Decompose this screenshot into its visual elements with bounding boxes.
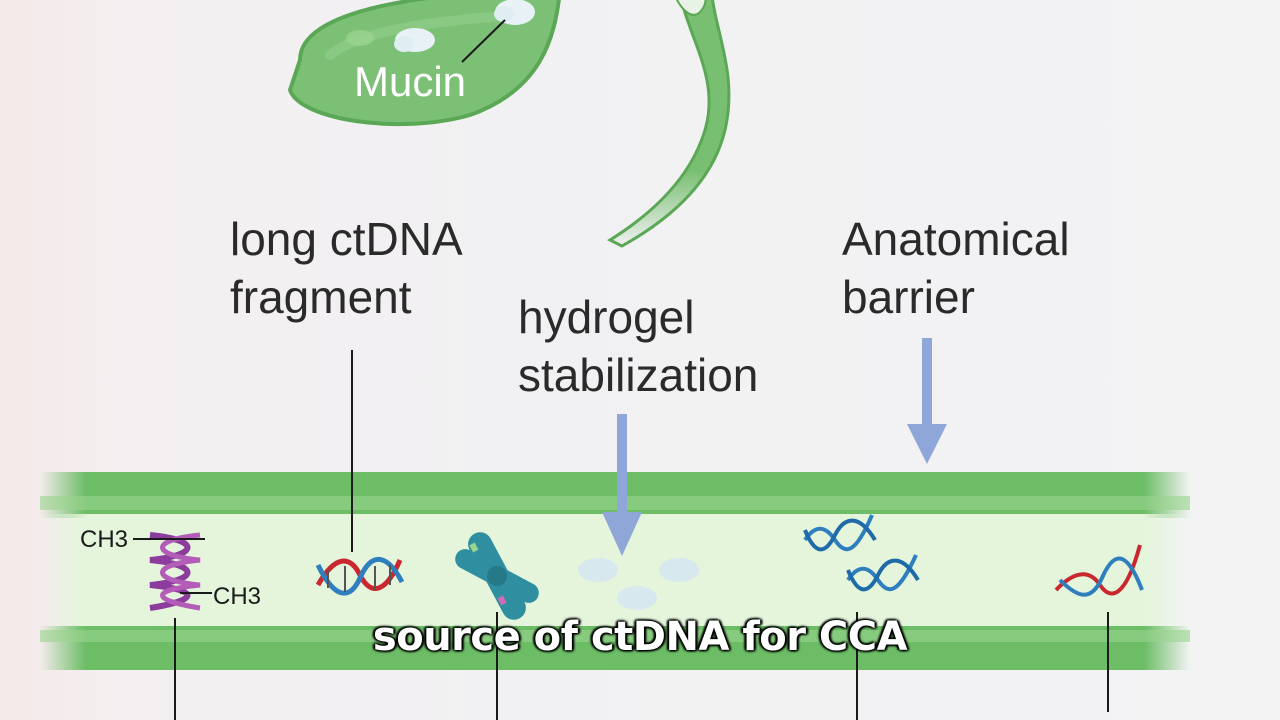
mucin-blob (394, 28, 435, 52)
methyl-label-top: CH3 (80, 526, 128, 554)
long-ctdna-label-line1: long ctDNA (230, 213, 463, 265)
methyl-label-text: CH3 (213, 583, 262, 610)
hydrogel-label-line1: hydrogel (518, 291, 695, 343)
anatomical-label-line2: barrier (842, 271, 975, 323)
hydrogel-blobs (578, 558, 699, 610)
hydrogel-label: hydrogel stabilization (518, 288, 758, 404)
methylated-dna-icon (133, 532, 212, 611)
hydrogel-arrow (602, 414, 642, 556)
anatomical-label-line1: Anatomical (842, 213, 1070, 265)
methyl-label-bottom: CH3 (213, 583, 261, 611)
long-ctdna-helix-icon (315, 557, 405, 596)
video-caption: source of ctDNA for CCA (372, 614, 908, 660)
gallbladder-organ (287, 0, 561, 127)
long-ctdna-label: long ctDNA fragment (230, 210, 463, 326)
ctdna-helix-icon (1054, 544, 1144, 597)
mucin-pointer-line (461, 19, 506, 63)
anatomical-barrier-label: Anatomical barrier (842, 210, 1070, 326)
anatomical-barrier-arrow (907, 338, 947, 464)
cystic-duct (606, 0, 731, 248)
short-ctdna-fragments-icon (803, 514, 920, 592)
chromosome-icon (455, 532, 539, 620)
mucin-blob (494, 0, 535, 25)
hydrogel-label-line2: stabilization (518, 349, 759, 401)
long-ctdna-label-line2: fragment (230, 271, 412, 323)
methyl-label-text: CH3 (80, 526, 129, 553)
mucin-label: Mucin (354, 58, 467, 105)
